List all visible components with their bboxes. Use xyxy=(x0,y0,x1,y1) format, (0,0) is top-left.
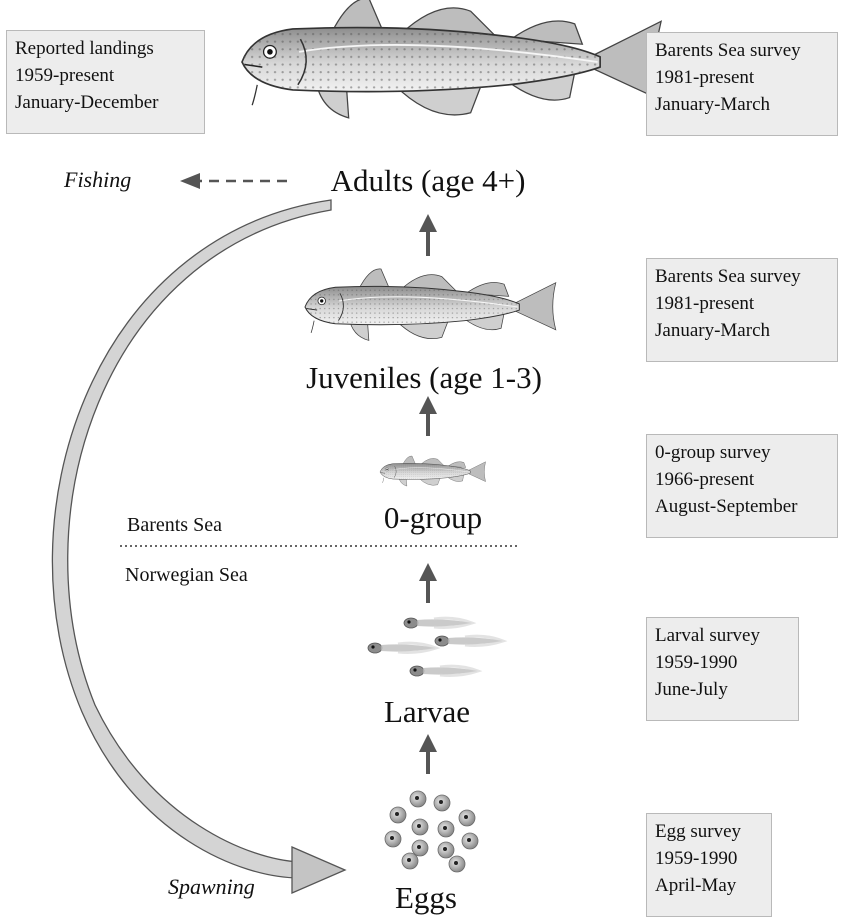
juveniles-survey-box: Barents Sea survey 1981-present January-… xyxy=(646,258,838,362)
zero-group-fish-icon xyxy=(380,456,486,486)
egg-survey-line-2: 1959-1990 xyxy=(655,845,763,872)
juveniles-survey-line-1: Barents Sea survey xyxy=(655,263,829,290)
larval-survey-line-3: June-July xyxy=(655,676,790,703)
adults-survey-line-2: 1981-present xyxy=(655,64,829,91)
stage-zero-group: 0-group xyxy=(384,500,482,536)
landings-line-1: Reported landings xyxy=(15,35,196,62)
arrow-larvae-to-zerogroup xyxy=(419,563,437,603)
fishing-label: Fishing xyxy=(64,167,131,193)
barents-sea-label: Barents Sea xyxy=(127,514,222,537)
egg-survey-line-3: April-May xyxy=(655,872,763,899)
zero-group-survey-line-2: 1966-present xyxy=(655,466,829,493)
larval-survey-line-1: Larval survey xyxy=(655,622,790,649)
adults-survey-line-3: January-March xyxy=(655,91,829,118)
zero-group-survey-line-3: August-September xyxy=(655,493,829,520)
juveniles-survey-line-2: 1981-present xyxy=(655,290,829,317)
arrow-eggs-to-larvae xyxy=(419,734,437,774)
landings-line-2: 1959-present xyxy=(15,62,196,89)
arrow-juveniles-to-adults xyxy=(419,214,437,256)
arrow-zerogroup-to-juveniles xyxy=(419,396,437,436)
stage-adults: Adults (age 4+) xyxy=(331,163,526,199)
norwegian-sea-label: Norwegian Sea xyxy=(125,564,248,587)
larval-survey-line-2: 1959-1990 xyxy=(655,649,790,676)
adult-fish-icon xyxy=(242,0,661,118)
juveniles-survey-line-3: January-March xyxy=(655,317,829,344)
adults-survey-box: Barents Sea survey 1981-present January-… xyxy=(646,32,838,136)
adults-survey-line-1: Barents Sea survey xyxy=(655,37,829,64)
stage-larvae: Larvae xyxy=(384,694,470,730)
juvenile-fish-icon xyxy=(305,269,556,341)
spawning-label: Spawning xyxy=(168,874,255,900)
fishing-arrow xyxy=(180,173,287,189)
larvae-icon xyxy=(368,618,503,676)
egg-survey-line-1: Egg survey xyxy=(655,818,763,845)
zero-group-survey-box: 0-group survey 1966-present August-Septe… xyxy=(646,434,838,538)
stage-eggs: Eggs xyxy=(395,880,457,916)
larval-survey-box: Larval survey 1959-1990 June-July xyxy=(646,617,799,721)
zero-group-survey-line-1: 0-group survey xyxy=(655,439,829,466)
egg-survey-box: Egg survey 1959-1990 April-May xyxy=(646,813,772,917)
landings-line-3: January-December xyxy=(15,89,196,116)
eggs-icon xyxy=(385,791,478,872)
stage-juveniles: Juveniles (age 1-3) xyxy=(306,360,542,396)
landings-box: Reported landings 1959-present January-D… xyxy=(6,30,205,134)
